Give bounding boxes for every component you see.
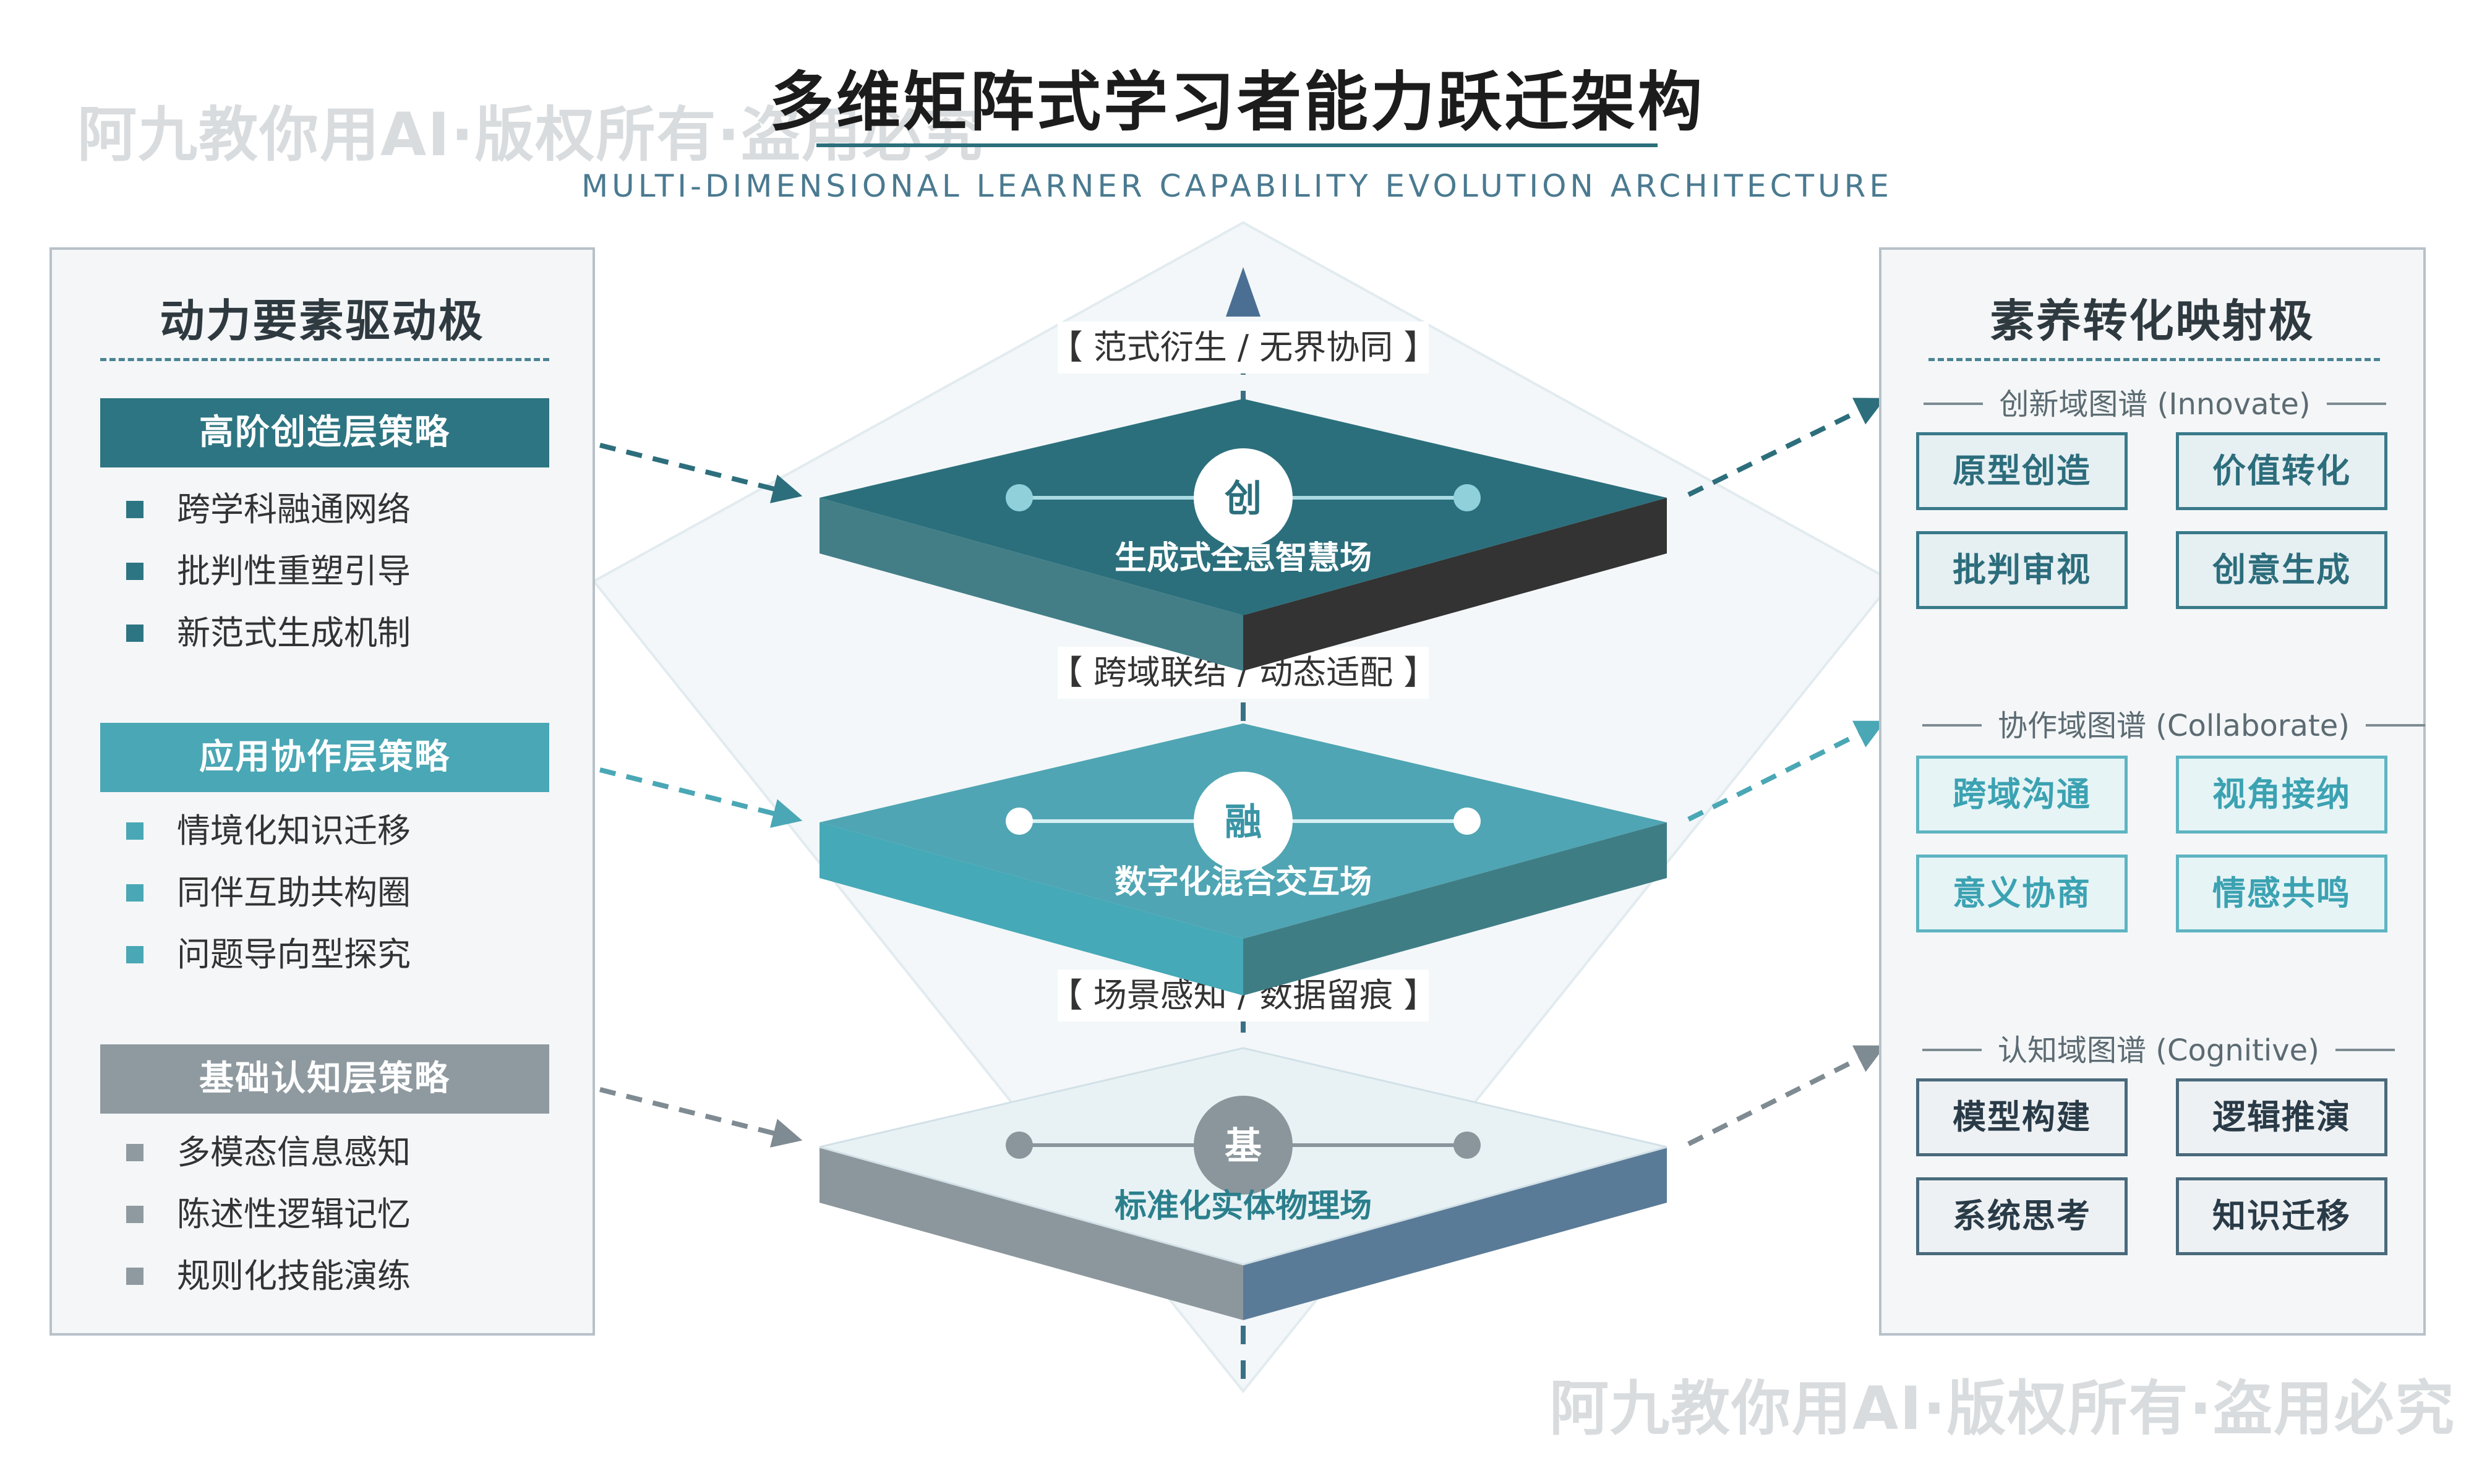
- capability-box: 系统思考: [1916, 1177, 2128, 1255]
- strategy-item-label: 同伴互助共构圈: [177, 873, 411, 912]
- layer-digital-right-face: [1243, 822, 1667, 996]
- capability-box: 情感共鸣: [2176, 855, 2387, 932]
- axis-arrowhead-icon: [1226, 267, 1261, 317]
- strategy-item-label: 批判性重塑引导: [177, 552, 411, 591]
- arrow-left-bottom: [599, 1087, 803, 1148]
- strategy-item: 规则化技能演练: [126, 1255, 411, 1298]
- strategy-heading-applied: 应用协作层策略: [100, 723, 549, 792]
- capability-box: 跨域沟通: [1916, 756, 2128, 834]
- capability-box: 创意生成: [2176, 531, 2387, 609]
- connector-top: 【 范式衍生 / 无界协同 】: [1050, 322, 1437, 373]
- watermark-top: 阿九教你用AI·版权所有·盗用必究: [77, 100, 983, 169]
- arrow-right-bottom: [1687, 1045, 1886, 1146]
- strategy-heading-creative: 高阶创造层策略: [100, 398, 549, 467]
- capability-box: 知识迁移: [2176, 1177, 2387, 1255]
- layer-physical-badge-text: 基: [1225, 1125, 1262, 1168]
- layer-physical-node-right: [1453, 1132, 1481, 1159]
- layer-physical-right-face: [1243, 1147, 1667, 1320]
- bullet-square-icon: [126, 884, 143, 902]
- layer-generative-node-left: [1006, 484, 1033, 511]
- layer-digital-field: 数字化混合交互场: [1115, 864, 1372, 901]
- strategy-item: 多模态信息感知: [126, 1131, 411, 1174]
- layer-physical: 基 标准化实体物理场: [819, 1047, 1667, 1320]
- capability-box: 批判审视: [1916, 531, 2128, 609]
- strategy-item-label: 跨学科融通网络: [177, 490, 411, 529]
- layer-physical-node-left: [1006, 1132, 1033, 1159]
- strategy-item-label: 问题导向型探究: [177, 935, 411, 974]
- layer-generative-badge-text: 创: [1225, 477, 1262, 521]
- literacy-panel-title: 素养转化映射极: [1990, 295, 2315, 347]
- capability-box: 逻辑推演: [2176, 1078, 2387, 1156]
- layer-digital-badge: [1194, 772, 1293, 871]
- capability-box: 模型构建: [1916, 1078, 2128, 1156]
- strategy-item: 跨学科融通网络: [126, 488, 411, 531]
- arrow-right-top: [1687, 398, 1886, 497]
- connector-label-top: 【 范式衍生 / 无界协同 】: [1050, 328, 1437, 367]
- literacy-panel-divider: [1928, 358, 2380, 361]
- strategy-item-label: 情境化知识迁移: [177, 811, 411, 850]
- layer-physical-field: 标准化实体物理场: [1115, 1188, 1372, 1225]
- domain-heading-innovate: 创新域图谱 (Innovate): [1906, 380, 2403, 423]
- strategy-heading-basic: 基础认知层策略: [100, 1044, 549, 1114]
- arrow-right-middle: [1687, 720, 1886, 822]
- strategy-item: 批判性重塑引导: [126, 550, 411, 593]
- layer-digital-node-left: [1006, 808, 1033, 835]
- bullet-square-icon: [126, 501, 143, 519]
- watermark-bottom: 阿九教你用AI·版权所有·盗用必究: [1549, 1374, 2455, 1443]
- domain-heading-collaborate: 协作域图谱 (Collaborate): [1906, 701, 2426, 744]
- strategy-item: 问题导向型探究: [126, 933, 411, 976]
- layer-generative-left-face: [820, 498, 1243, 671]
- capability-box: 视角接纳: [2176, 756, 2387, 834]
- strategy-item: 情境化知识迁移: [126, 809, 411, 853]
- strategy-item: 陈述性逻辑记忆: [126, 1193, 411, 1236]
- bullet-square-icon: [126, 1268, 143, 1286]
- arrow-left-top: [599, 443, 803, 503]
- layer-generative-right-face: [1243, 498, 1667, 671]
- layer-digital-badge-text: 融: [1225, 801, 1262, 844]
- bullet-square-icon: [126, 822, 143, 840]
- strategy-item-label: 规则化技能演练: [177, 1256, 411, 1295]
- layer-generative: 创 生成式全息智慧场: [820, 399, 1667, 671]
- bullet-square-icon: [126, 1206, 143, 1224]
- capability-box: 价值转化: [2176, 432, 2387, 510]
- arrow-left-middle: [599, 767, 803, 828]
- driver-panel: 动力要素驱动极 高阶创造层策略 跨学科融通网络 批判性重塑引导 新范式生成机制 …: [49, 247, 595, 1336]
- layer-physical-left-face: [820, 1147, 1243, 1320]
- bullet-square-icon: [126, 1144, 143, 1162]
- bullet-square-icon: [126, 563, 143, 581]
- bullet-square-icon: [126, 625, 143, 642]
- strategy-item-label: 新范式生成机制: [177, 613, 411, 652]
- domain-heading-label: 协作域图谱 (Collaborate): [1998, 709, 2350, 743]
- driver-panel-title: 动力要素驱动极: [160, 295, 485, 347]
- strategy-item-label: 陈述性逻辑记忆: [177, 1195, 411, 1234]
- layer-generative-badge: [1194, 448, 1293, 547]
- domain-heading-cognitive: 认知域图谱 (Cognitive): [1906, 1026, 2403, 1069]
- capability-box: 意义协商: [1916, 855, 2128, 932]
- strategy-item: 同伴互助共构圈: [126, 871, 411, 915]
- layer-physical-badge: [1194, 1096, 1293, 1195]
- layer-generative-field: 生成式全息智慧场: [1115, 540, 1372, 577]
- page-title: 多维矩阵式学习者能力跃迁架构: [769, 64, 1705, 140]
- strategy-item-label: 多模态信息感知: [177, 1133, 411, 1172]
- capability-box: 原型创造: [1916, 432, 2128, 510]
- layer-digital: 融 数字化混合交互场: [820, 723, 1667, 996]
- driver-panel-divider: [100, 358, 549, 361]
- bullet-square-icon: [126, 946, 143, 964]
- domain-heading-label: 认知域图谱 (Cognitive): [1998, 1033, 2319, 1068]
- strategy-item: 新范式生成机制: [126, 612, 411, 655]
- literacy-panel: 素养转化映射极 创新域图谱 (Innovate) 原型创造 价值转化 批判审视 …: [1879, 247, 2426, 1336]
- layer-digital-node-right: [1453, 808, 1481, 835]
- layer-generative-node-right: [1453, 484, 1481, 511]
- domain-heading-label: 创新域图谱 (Innovate): [1999, 387, 2311, 422]
- layer-digital-left-face: [820, 822, 1243, 996]
- page-subtitle: MULTI-DIMENSIONAL LEARNER CAPABILITY EVO…: [581, 168, 1893, 204]
- title-underline: [816, 143, 1658, 147]
